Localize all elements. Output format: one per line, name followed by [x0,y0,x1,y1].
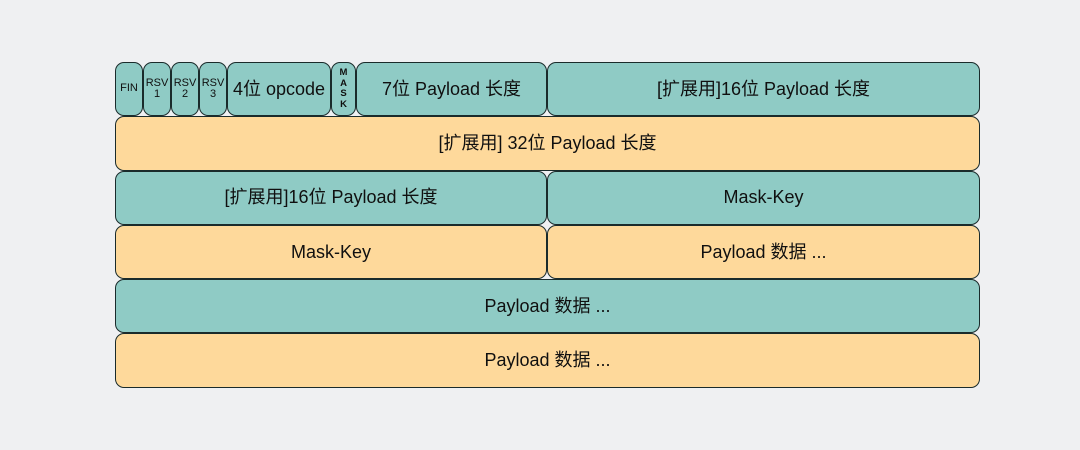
cell-payload-len-7: 7位 Payload 长度 [356,62,547,117]
cell-payload-data-2: Payload 数据 ... [115,279,980,334]
payload-len-16-ext-2-label: [扩展用]16位 Payload 长度 [224,187,438,208]
rsv1-label-line2: 1 [153,88,161,101]
mask-letter-m: M [339,66,348,78]
cell-payload-data-1: Payload 数据 ... [547,224,980,280]
frame-row-6: Payload 数据 ... [115,333,980,388]
rsv3-label-line1: RSV [201,76,225,89]
rsv3-label-line2: 3 [209,88,217,101]
rsv1-label-line1: RSV [145,76,169,89]
mask-letter-k: K [340,98,347,110]
frame-row-2: [扩展用] 32位 Payload 长度 [115,116,980,171]
cell-mask-key-2: Mask-Key [115,224,547,280]
cell-mask-bit: M A S K [331,62,356,117]
rsv2-label-line2: 2 [181,88,189,101]
payload-len-16-ext-label: [扩展用]16位 Payload 长度 [656,78,871,99]
cell-opcode: 4位 opcode [227,62,331,117]
cell-payload-data-3: Payload 数据 ... [115,333,980,388]
payload-len-32-ext-label: [扩展用] 32位 Payload 长度 [438,133,657,154]
frame-row-4: Mask-Key Payload 数据 ... [115,224,980,280]
cell-rsv1: RSV 1 [143,62,171,117]
opcode-label: 4位 opcode [232,78,326,99]
rsv2-label-line1: RSV [173,76,197,89]
payload-data-1-label: Payload 数据 ... [700,241,827,262]
mask-key-2-label: Mask-Key [290,241,371,262]
payload-len-7-label: 7位 Payload 长度 [381,78,522,99]
mask-key-1-label: Mask-Key [723,187,804,208]
cell-mask-key-1: Mask-Key [547,170,980,225]
cell-payload-len-16-ext-2: [扩展用]16位 Payload 长度 [115,170,547,225]
frame-row-3: [扩展用]16位 Payload 长度 Mask-Key [115,170,980,225]
websocket-frame-diagram: FIN RSV 1 RSV 2 RSV 3 4位 opcode M A S K [115,62,980,388]
cell-rsv3: RSV 3 [199,62,227,117]
fin-label: FIN [120,82,138,95]
cell-payload-len-32-ext: [扩展用] 32位 Payload 长度 [115,116,980,171]
cell-payload-len-16-ext: [扩展用]16位 Payload 长度 [547,62,980,117]
payload-data-2-label: Payload 数据 ... [484,295,611,316]
cell-rsv2: RSV 2 [171,62,199,117]
cell-fin: FIN [115,62,143,117]
payload-data-3-label: Payload 数据 ... [484,350,611,371]
mask-letter-s: S [340,88,347,100]
frame-row-1: FIN RSV 1 RSV 2 RSV 3 4位 opcode M A S K [115,62,980,117]
frame-row-5: Payload 数据 ... [115,279,980,334]
mask-letter-a: A [340,77,347,89]
